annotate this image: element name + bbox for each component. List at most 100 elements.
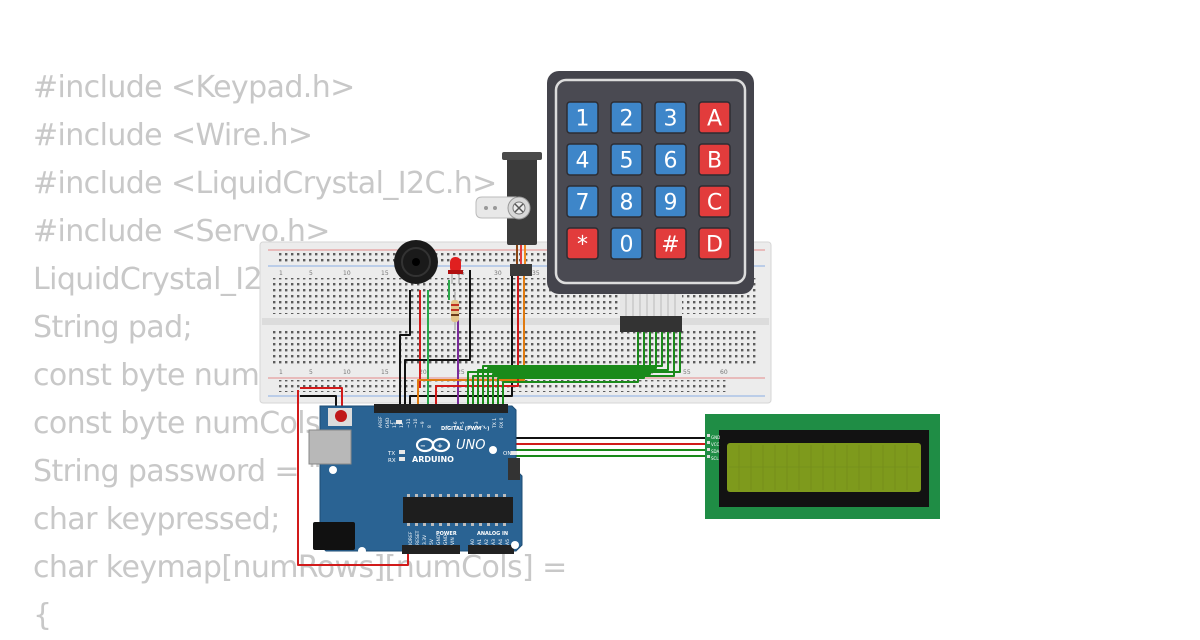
keypad-key[interactable]: [698, 185, 731, 218]
led: [448, 257, 463, 284]
resistor-band: [451, 309, 459, 311]
keypad-key-label: #: [661, 233, 679, 258]
keypad-key[interactable]: [654, 101, 687, 134]
ground-wire: [409, 270, 513, 410]
servo-tab: [502, 152, 542, 160]
pin-label: ~6: [453, 421, 459, 428]
buzzer: [394, 240, 438, 284]
keypad-key[interactable]: [654, 143, 687, 176]
pin-label: A0: [470, 539, 476, 545]
servo-horn-hole: [484, 206, 488, 210]
pin-label: 8: [427, 425, 433, 428]
pin-label: 12: [399, 422, 405, 428]
keypad-key[interactable]: [566, 227, 599, 260]
keypad-key-label: 4: [576, 149, 590, 174]
buzzer-hole: [412, 258, 420, 266]
servo-screw-cross: [514, 203, 524, 213]
usb-port: [308, 429, 352, 465]
led-base: [448, 270, 463, 274]
power-wire: [297, 390, 409, 566]
keypad-key[interactable]: [698, 101, 731, 134]
pin-label: 7: [446, 425, 452, 428]
pin-label: GND: [711, 435, 720, 440]
column-number: 30: [494, 270, 502, 277]
logo-minus: −: [420, 442, 426, 450]
keypad-key[interactable]: [566, 101, 599, 134]
lcd-sda-wire: [499, 448, 708, 540]
mount-hole: [489, 446, 497, 454]
keypad-wire: [487, 330, 657, 410]
servo: [475, 152, 542, 276]
led-body: [450, 257, 461, 273]
code-line: String pad;: [33, 310, 193, 345]
keypad-key-label: A: [707, 107, 722, 132]
pin-label: 5V: [429, 538, 435, 545]
keypad-key[interactable]: [566, 185, 599, 218]
servo-signal-wire: [417, 270, 525, 410]
keypad-key[interactable]: [654, 185, 687, 218]
arduino-infinity-logo: [415, 437, 451, 453]
keypad-key[interactable]: [654, 227, 687, 260]
pin-label: 13: [392, 422, 398, 428]
keypad-key-label: *: [577, 233, 588, 258]
column-number: 5: [309, 270, 313, 277]
tx-led: [399, 450, 405, 454]
l-led: [396, 420, 402, 424]
pin-label: VIN: [450, 537, 456, 545]
pin-label: A1: [477, 539, 483, 545]
reset-button-cap[interactable]: [335, 410, 347, 422]
keypad-key[interactable]: [698, 227, 731, 260]
column-number: 15: [381, 270, 389, 277]
analog-label: ANALOG IN: [477, 531, 508, 537]
pin-label: 4: [467, 425, 473, 428]
lcd-char-grid: [729, 445, 919, 490]
keypad-wire: [492, 330, 651, 410]
lcd-display: GND VCC SDA SCL: [705, 414, 940, 519]
column-number: 1: [279, 369, 283, 376]
pin-label: GND: [436, 534, 442, 545]
keypad-key-label: 7: [576, 191, 590, 216]
analog-pin-labels: A0 A1 A2 A3 A4 A5: [470, 539, 511, 545]
column-number: 35: [532, 270, 540, 277]
keypad-key-label: 8: [620, 191, 634, 216]
keypad-key[interactable]: [610, 185, 643, 218]
pin-label: ~3: [474, 421, 480, 428]
buzzer-ring: [401, 247, 431, 277]
pin-label: ~10: [413, 418, 419, 428]
column-number: 10: [343, 270, 351, 277]
logo-plus: +: [437, 442, 443, 450]
column-number: 10: [343, 369, 351, 376]
code-line: char keypressed;: [33, 502, 280, 537]
pin-label: ~11: [406, 418, 412, 428]
icsp-header: [508, 458, 520, 480]
servo-connector: [510, 264, 532, 276]
code-line: char keymap[numRows][numCols] =: [33, 550, 567, 585]
pin-label: AREF: [378, 416, 384, 428]
lcd-screen: [727, 443, 921, 492]
keypad-key[interactable]: [610, 227, 643, 260]
rx-label: RX: [388, 458, 396, 464]
lcd-pin-labels: GND VCC SDA SCL: [711, 435, 720, 461]
pin-label: IOREF: [408, 531, 414, 545]
board-model-label: UNO: [456, 438, 485, 453]
servo-horn-hole: [493, 206, 497, 210]
keypad-key[interactable]: [698, 143, 731, 176]
pin-label: VCC: [711, 442, 720, 447]
resistor: [451, 292, 459, 330]
keypad-key[interactable]: [610, 143, 643, 176]
column-number: 20: [419, 369, 427, 376]
code-line: #include <Keypad.h>: [33, 70, 355, 105]
pin-label: A2: [484, 539, 490, 545]
keypad-key[interactable]: [566, 143, 599, 176]
power-jack: [313, 522, 355, 550]
pin-label: A4: [498, 539, 504, 545]
on-label: ON: [503, 451, 511, 457]
column-number: 60: [720, 369, 728, 376]
keypad-key-label: C: [707, 191, 722, 216]
keypad-wire: [502, 330, 639, 410]
keypad-key[interactable]: [610, 101, 643, 134]
pin-label: 3.3V: [422, 534, 428, 545]
